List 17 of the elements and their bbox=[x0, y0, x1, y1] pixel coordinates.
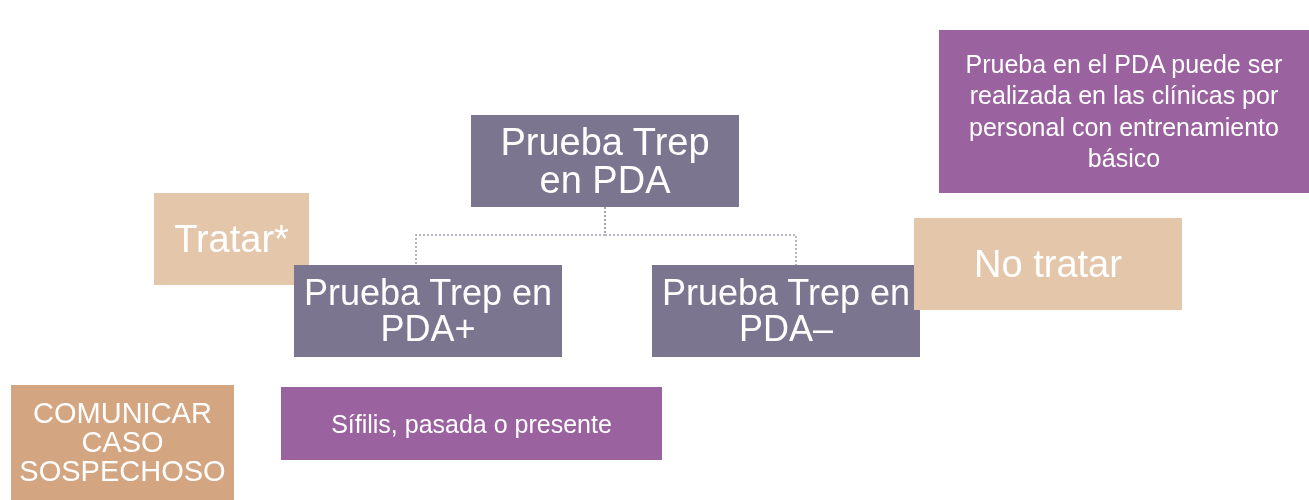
result-box bbox=[652, 265, 920, 357]
process-box bbox=[471, 115, 739, 207]
action-box bbox=[154, 193, 309, 285]
box-label: Prueba Trep en PDA bbox=[499, 123, 711, 199]
box-label: Prueba Trep en PDA+ bbox=[302, 275, 554, 347]
box-label: COMUNICAR CASO SOSPECHOSO bbox=[18, 399, 227, 486]
note-box bbox=[939, 30, 1309, 193]
action-box bbox=[914, 218, 1182, 310]
box-label: Prueba en el PDA puede ser realizada en las clínicas por personal con entrenamiento básico bbox=[964, 49, 1284, 174]
action-box bbox=[11, 385, 234, 500]
result-box bbox=[294, 265, 562, 357]
note-box bbox=[281, 387, 662, 460]
connector-line bbox=[604, 206, 797, 266]
box-label: Prueba Trep en PDA– bbox=[660, 275, 912, 347]
box-label: No tratar bbox=[974, 245, 1122, 283]
box-label: Tratar* bbox=[174, 220, 289, 258]
box-label: Sífilis, pasada o presente bbox=[331, 408, 612, 439]
